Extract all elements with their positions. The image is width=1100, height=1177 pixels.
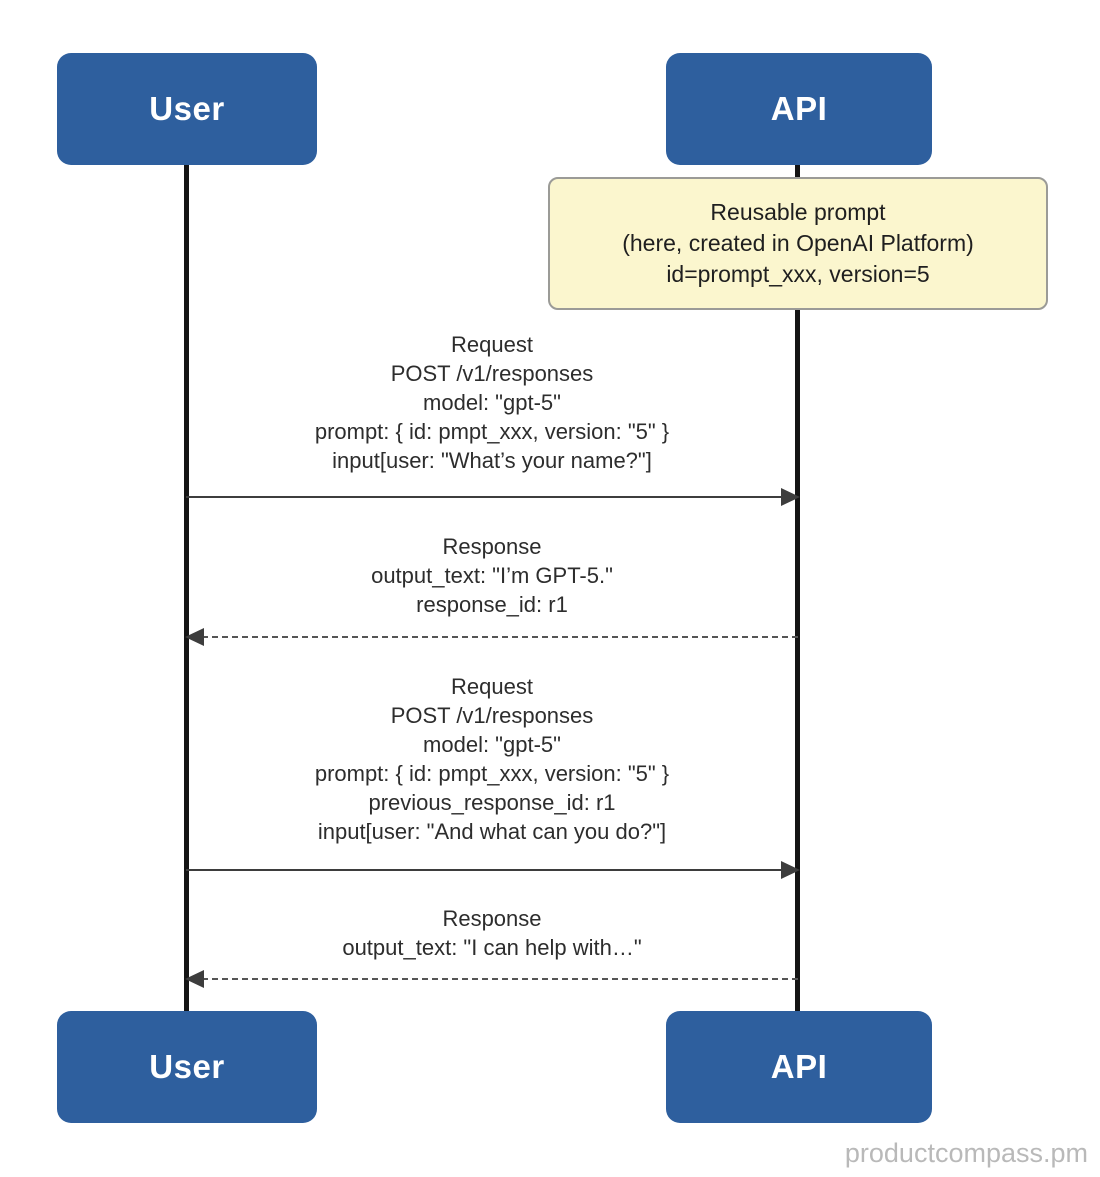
message-request-2: Request POST /v1/responses model: "gpt-5…: [186, 672, 798, 846]
arrow-shaft: [186, 496, 782, 498]
arrow-head-left-icon: [185, 628, 204, 646]
note-line: (here, created in OpenAI Platform): [622, 230, 974, 256]
actor-api-bottom: API: [666, 1011, 932, 1123]
message-line: response_id: r1: [416, 592, 568, 617]
watermark: productcompass.pm: [844, 1138, 1088, 1168]
arrow-head-right-icon: [781, 488, 800, 506]
message-line: output_text: "I can help with…": [342, 935, 642, 960]
message-line: input[user: "And what can you do?"]: [317, 819, 667, 844]
arrow-shaft: [202, 978, 798, 980]
actor-user-bottom: User: [57, 1011, 317, 1123]
actor-api-top: API: [666, 53, 932, 165]
message-request-1: Request POST /v1/responses model: "gpt-5…: [186, 330, 798, 475]
message-response-1: Response output_text: "I’m GPT-5." respo…: [186, 532, 798, 619]
message-line: model: "gpt-5": [423, 390, 561, 415]
arrow-shaft: [186, 869, 782, 871]
message-line: output_text: "I’m GPT-5.": [371, 563, 613, 588]
lifeline-user: [184, 165, 189, 1011]
message-line: Response: [442, 534, 542, 559]
arrow-head-right-icon: [781, 861, 800, 879]
message-line: prompt: { id: pmpt_xxx, version: "5" }: [314, 419, 670, 444]
message-line: POST /v1/responses: [390, 361, 594, 386]
message-line: model: "gpt-5": [423, 732, 561, 757]
message-line: POST /v1/responses: [390, 703, 594, 728]
arrow-shaft: [202, 636, 798, 638]
arrow-head-left-icon: [185, 970, 204, 988]
message-line: Response: [442, 906, 542, 931]
arrow-request-1: [186, 488, 800, 506]
lifeline-api: [795, 165, 800, 1011]
note-line: id=prompt_xxx, version=5: [666, 261, 930, 287]
note-reusable-prompt: Reusable prompt (here, created in OpenAI…: [548, 177, 1048, 310]
actor-user-top: User: [57, 53, 317, 165]
note-line: Reusable prompt: [710, 199, 886, 225]
arrow-response-1: [185, 628, 798, 646]
message-line: prompt: { id: pmpt_xxx, version: "5" }: [314, 761, 670, 786]
message-response-2: Response output_text: "I can help with…": [186, 904, 798, 962]
arrow-response-2: [185, 970, 798, 988]
message-line: Request: [451, 332, 533, 357]
message-line: previous_response_id: r1: [368, 790, 616, 815]
arrow-request-2: [186, 861, 800, 879]
message-line: Request: [451, 674, 533, 699]
message-line: input[user: "What’s your name?"]: [332, 448, 652, 473]
